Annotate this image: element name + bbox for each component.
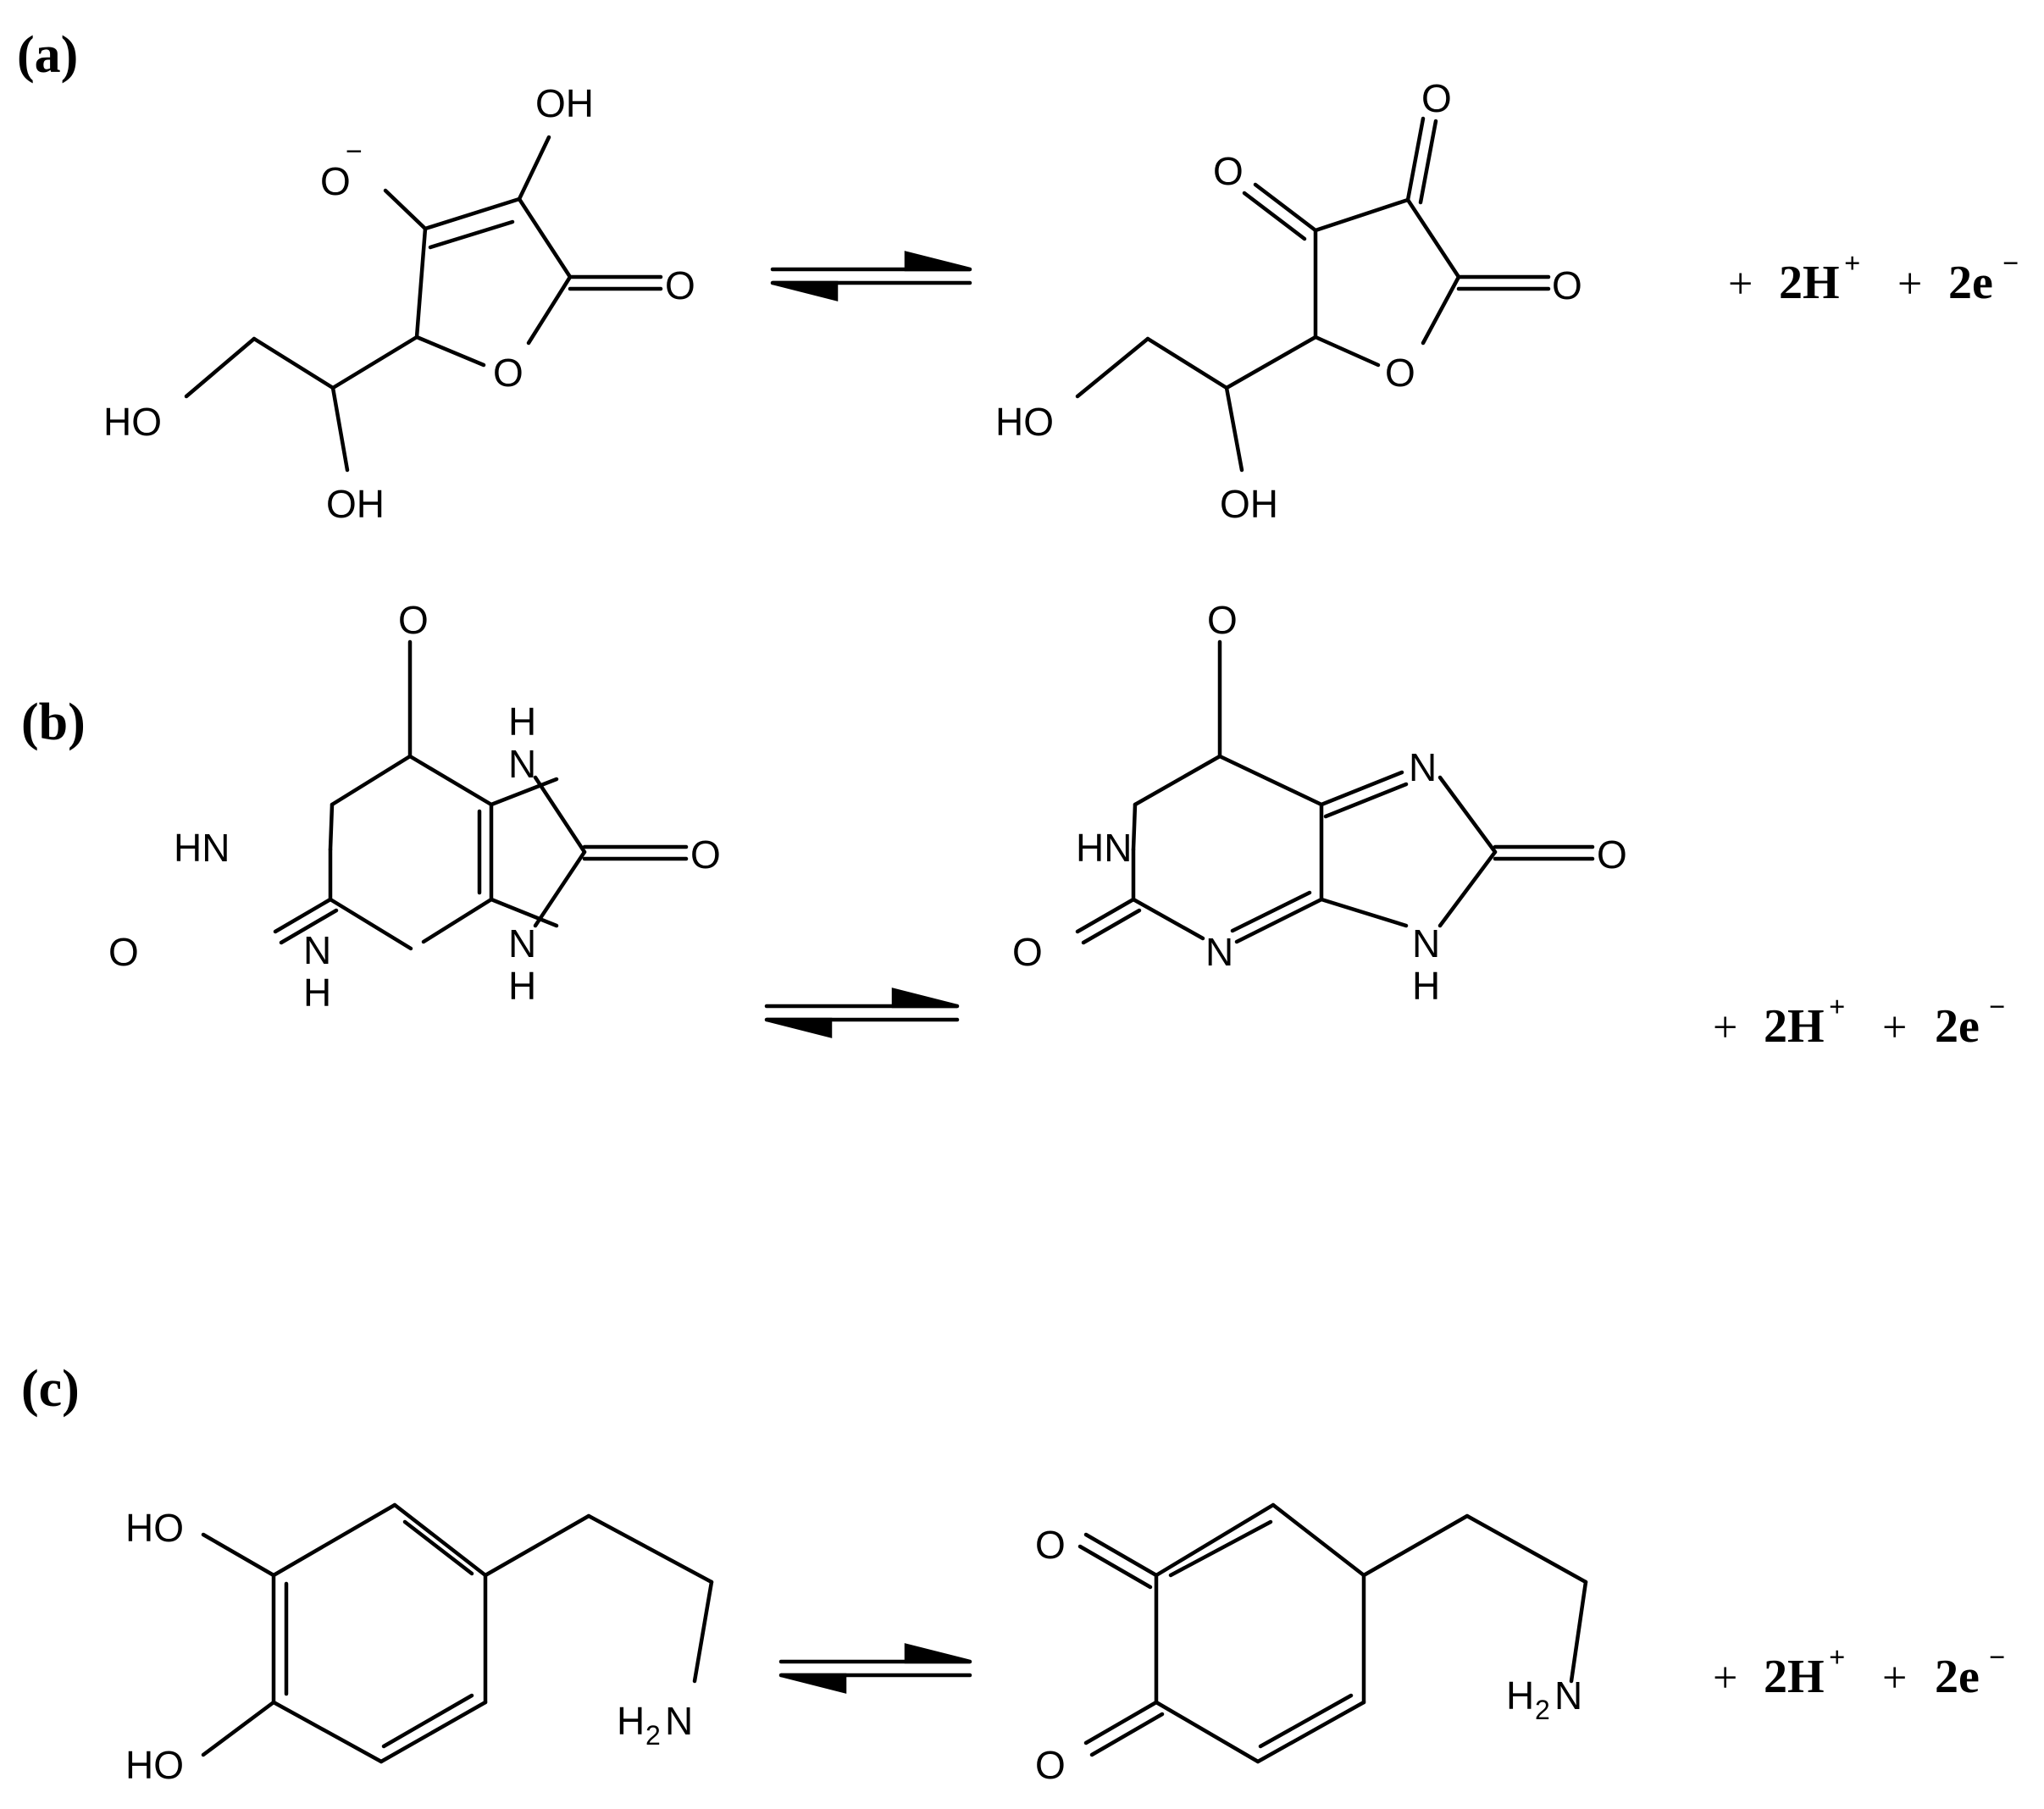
electron-charge: −: [1989, 1642, 2005, 1673]
uric-acid-structure: [273, 639, 689, 951]
atom-hn1-product: HN: [1076, 826, 1132, 870]
panel-a: (a) O − OH O O HO OH: [17, 26, 2019, 526]
proton-term: 2H: [1764, 1651, 1825, 1703]
electron-charge: −: [1989, 992, 2005, 1023]
plus-sign: +: [1713, 1004, 1737, 1052]
atom-hn1: HN: [174, 826, 230, 870]
proton-term: 2H: [1764, 1000, 1825, 1053]
plus-sign: +: [1713, 1654, 1737, 1702]
atom-n7-product: N: [1409, 745, 1437, 789]
atom-n7: N: [508, 742, 536, 786]
electron-term: 2e: [1935, 1651, 1980, 1703]
atom-oh-bottom: OH: [326, 482, 385, 526]
atom-n3: N: [303, 928, 331, 972]
dehydroascorbate-structure: [1075, 116, 1551, 473]
electron-term: 2e: [1948, 257, 1993, 309]
equilibrium-arrow-a: [770, 251, 972, 302]
atom-h-n9: H: [508, 964, 536, 1008]
atom-oh-bottom-product: OH: [1220, 482, 1278, 526]
atom-o-c2: O: [1421, 76, 1452, 120]
atom-ho-left: HO: [103, 400, 162, 444]
oxidized-uric-acid-structure: [1075, 639, 1595, 945]
proton-charge: +: [1829, 992, 1845, 1023]
proton-term: 2H: [1779, 257, 1840, 309]
atom-o-c8-product: O: [1597, 833, 1627, 877]
plus-sign: +: [1882, 1004, 1907, 1052]
atom-o-ring: O: [493, 351, 523, 395]
atom-ho-top: HO: [125, 1506, 184, 1550]
atom-h2n-n-product: N: [1554, 1673, 1582, 1718]
atom-o-c2-product: O: [1012, 930, 1043, 974]
atom-o-top-product: O: [1207, 598, 1238, 642]
panel-c-label: (c): [21, 1360, 80, 1418]
atom-o-anion: O: [320, 159, 351, 203]
atom-ho-left-product: HO: [995, 400, 1054, 444]
atom-o-c8: O: [690, 833, 721, 877]
dopamine-structure: [201, 1502, 714, 1764]
proton-charge: +: [1844, 248, 1860, 279]
atom-h-n7: H: [508, 700, 536, 744]
atom-h2n-h: H: [617, 1699, 645, 1743]
equilibrium-arrow-b: [764, 987, 960, 1038]
atom-h2n-subscript: 2: [645, 1720, 661, 1751]
panel-b-label: (b): [21, 694, 86, 751]
plus-sign: +: [1882, 1654, 1907, 1702]
proton-charge: +: [1829, 1642, 1845, 1673]
atom-oh-top: OH: [535, 81, 594, 125]
atom-o-anion-charge: −: [346, 136, 363, 168]
panel-b: (b) O H N HN O O N H N H: [21, 598, 2005, 1053]
atom-ho-bottom: HO: [125, 1743, 184, 1787]
atom-o-ring-product: O: [1385, 351, 1415, 395]
dopamine-quinone-structure: [1077, 1502, 1588, 1764]
atom-o-bottom-quinone: O: [1035, 1743, 1066, 1787]
atom-o-c2: O: [108, 930, 139, 974]
atom-h2n-subscript-product: 2: [1535, 1695, 1550, 1725]
ascorbate-structure: [184, 135, 663, 473]
atom-h2n-n: N: [665, 1699, 693, 1743]
panel-a-label: (a): [17, 26, 78, 84]
atom-n9: N: [508, 921, 536, 965]
atom-o-c3: O: [1213, 149, 1244, 193]
atom-h2n-h-product: H: [1506, 1673, 1534, 1718]
panel-c: (c) HO HO H 2 N: [21, 1360, 2005, 1787]
atom-n3-product: N: [1205, 930, 1233, 974]
atom-h-n3: H: [303, 971, 331, 1015]
electron-charge: −: [2002, 248, 2019, 279]
plus-sign: +: [1728, 260, 1753, 308]
atom-o-top: O: [398, 598, 429, 642]
atom-h-n9-product: H: [1412, 964, 1440, 1008]
atom-o-carbonyl: O: [665, 263, 695, 307]
atom-o-c1: O: [1552, 263, 1582, 307]
atom-o-top-quinone: O: [1035, 1523, 1066, 1567]
equilibrium-arrow-c: [778, 1643, 972, 1694]
plus-sign: +: [1897, 260, 1922, 308]
electron-term: 2e: [1935, 1000, 1980, 1053]
atom-n9-product: N: [1412, 921, 1440, 965]
